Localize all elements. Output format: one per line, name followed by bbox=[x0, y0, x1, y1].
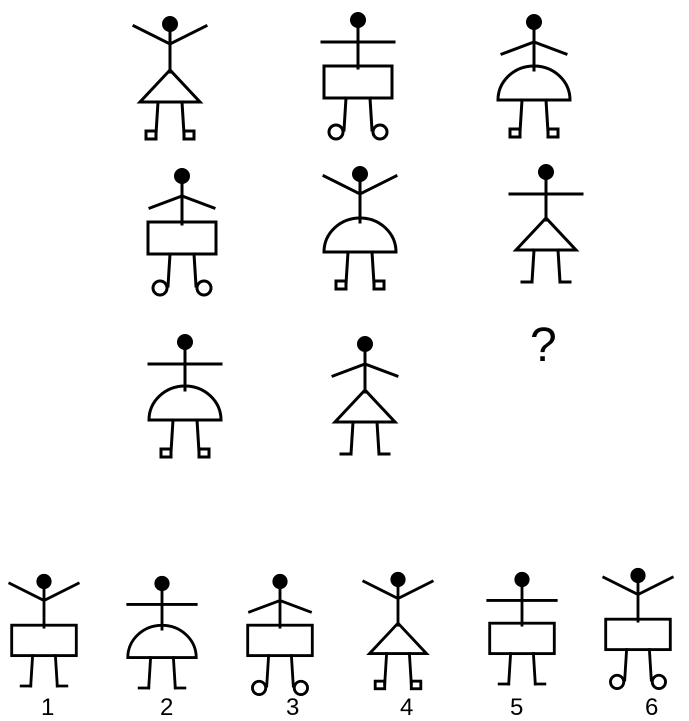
stick-figure bbox=[145, 332, 225, 462]
grid-figure-7 bbox=[145, 332, 225, 462]
stick-figure bbox=[318, 10, 398, 140]
left-leg bbox=[31, 656, 33, 686]
option-label-1: 1 bbox=[41, 696, 54, 720]
left-leg bbox=[171, 420, 173, 452]
right-leg bbox=[291, 656, 293, 686]
left-foot-square bbox=[510, 129, 520, 137]
stick-figure bbox=[142, 166, 222, 296]
right-foot-circle bbox=[373, 125, 387, 139]
grid-figure-3 bbox=[494, 12, 574, 142]
option-label-4: 4 bbox=[400, 696, 413, 720]
body-triangle bbox=[370, 623, 427, 653]
right-leg bbox=[377, 422, 379, 454]
left-leg bbox=[344, 98, 346, 130]
body-rectangle bbox=[12, 625, 77, 655]
right-leg bbox=[372, 252, 374, 284]
left-leg bbox=[385, 654, 387, 684]
option-figure-5[interactable] bbox=[484, 570, 560, 694]
left-leg bbox=[346, 252, 348, 284]
left-leg bbox=[625, 650, 627, 680]
right-leg bbox=[409, 654, 411, 684]
stick-figure bbox=[506, 162, 586, 292]
stick-figure bbox=[242, 572, 318, 696]
right-foot-square bbox=[374, 281, 384, 289]
grid-figure-4 bbox=[142, 166, 222, 296]
body-rectangle bbox=[606, 619, 671, 649]
grid-figure-2 bbox=[318, 10, 398, 140]
left-leg bbox=[149, 658, 151, 688]
stick-figure bbox=[600, 566, 676, 690]
left-leg bbox=[156, 102, 158, 134]
option-label-5: 5 bbox=[510, 696, 523, 720]
option-label-2: 2 bbox=[160, 696, 173, 720]
left-foot-square bbox=[375, 681, 385, 689]
stick-figure bbox=[325, 334, 405, 464]
right-leg bbox=[197, 420, 199, 452]
grid-figure-8 bbox=[325, 334, 405, 464]
stick-figure bbox=[494, 12, 574, 142]
left-foot-square bbox=[146, 131, 156, 139]
option-figure-4[interactable] bbox=[360, 570, 436, 694]
right-leg bbox=[173, 658, 175, 688]
body-rectangle bbox=[324, 66, 392, 98]
grid-figure-5 bbox=[320, 164, 400, 294]
option-figure-1[interactable] bbox=[6, 572, 82, 696]
right-leg bbox=[546, 100, 548, 132]
left-foot-circle bbox=[610, 675, 623, 688]
left-foot-square bbox=[336, 281, 346, 289]
right-leg bbox=[182, 102, 184, 134]
right-leg bbox=[533, 654, 535, 684]
left-leg bbox=[351, 422, 353, 454]
left-leg bbox=[267, 656, 269, 686]
grid-figure-1 bbox=[130, 14, 210, 144]
right-foot-square bbox=[199, 449, 209, 457]
option-label-6: 6 bbox=[645, 696, 658, 720]
body-triangle bbox=[335, 390, 395, 422]
stick-figure bbox=[130, 14, 210, 144]
option-figure-6[interactable] bbox=[600, 566, 676, 690]
left-foot-circle bbox=[153, 281, 167, 295]
left-foot-circle bbox=[252, 681, 265, 694]
left-leg bbox=[532, 250, 534, 282]
right-foot-square bbox=[548, 129, 558, 137]
right-foot-circle bbox=[294, 681, 307, 694]
right-foot-square bbox=[411, 681, 421, 689]
right-foot-circle bbox=[197, 281, 211, 295]
left-leg bbox=[509, 654, 511, 684]
right-foot-circle bbox=[652, 675, 665, 688]
right-leg bbox=[194, 254, 196, 286]
grid-figure-6 bbox=[506, 162, 586, 292]
body-rectangle bbox=[148, 222, 216, 254]
left-leg bbox=[168, 254, 170, 286]
stick-figure bbox=[6, 572, 82, 696]
body-rectangle bbox=[490, 623, 555, 653]
stick-figure bbox=[484, 570, 560, 694]
right-leg bbox=[558, 250, 560, 282]
stick-figure bbox=[360, 570, 436, 694]
left-foot-square bbox=[161, 449, 171, 457]
left-foot-circle bbox=[329, 125, 343, 139]
stick-figure bbox=[320, 164, 400, 294]
right-leg bbox=[370, 98, 372, 130]
left-leg bbox=[520, 100, 522, 132]
right-leg bbox=[649, 650, 651, 680]
right-leg bbox=[55, 656, 57, 686]
right-foot-square bbox=[184, 131, 194, 139]
stick-figure bbox=[124, 574, 200, 698]
body-triangle bbox=[516, 218, 576, 250]
option-figure-2[interactable] bbox=[124, 574, 200, 698]
option-label-3: 3 bbox=[286, 696, 299, 720]
body-triangle bbox=[140, 70, 200, 102]
body-rectangle bbox=[248, 625, 313, 655]
option-figure-3[interactable] bbox=[242, 572, 318, 696]
missing-figure-question-mark: ? bbox=[530, 322, 557, 370]
